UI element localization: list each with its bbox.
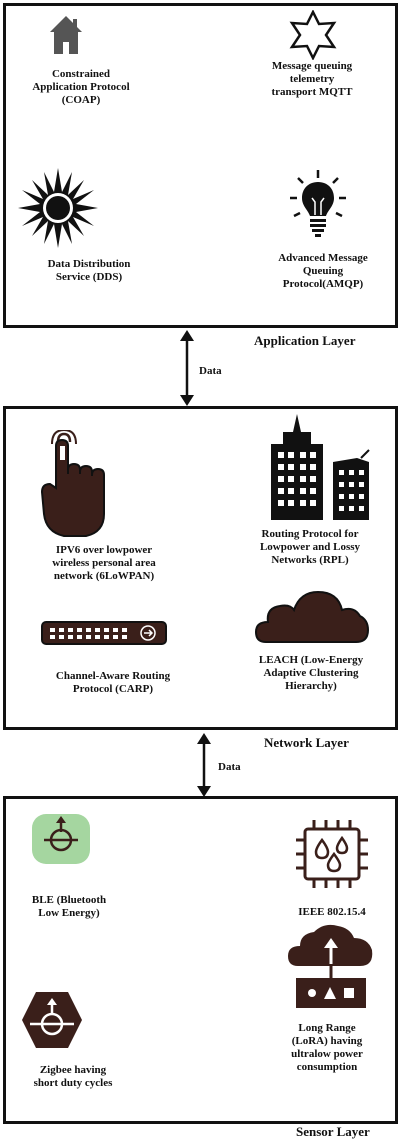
- data-arrow-bottom: [197, 733, 211, 797]
- data-arrow-top: [180, 330, 194, 406]
- lightbulb-icon: [290, 170, 346, 237]
- ble-icon: [32, 814, 90, 864]
- cloud-upload-icon: [288, 924, 373, 1008]
- chip-icon: [296, 820, 368, 888]
- carp-label: Channel-Aware Routing Protocol (CARP): [55, 670, 171, 695]
- ble-label: BLE (Bluetooth Low Energy): [31, 894, 107, 919]
- zigbee-hexagon-icon: [22, 992, 82, 1048]
- sensor-layer-title: Sensor Layer: [296, 1124, 370, 1139]
- ieee-label: IEEE 802.15.4: [298, 906, 366, 918]
- network-layer-title: Network Layer: [264, 735, 349, 750]
- star-icon: [289, 10, 337, 60]
- hand-pointer-icon: [40, 430, 105, 537]
- application-layer-box: [3, 3, 398, 328]
- house-icon: [50, 16, 82, 54]
- skyscraper-icon: [271, 414, 370, 520]
- application-layer-title: Application Layer: [254, 333, 356, 348]
- lora-label: Long Range (LoRA) having ultralow power …: [291, 1022, 363, 1073]
- coap-label: Constrained Application Protocol (COAP): [32, 68, 130, 106]
- mqtt-label: Message queuing telemetry transport MQTT: [271, 60, 353, 98]
- sixlowpan-label: IPV6 over lowpower wireless personal are…: [52, 544, 156, 582]
- dds-label: Data Distribution Service (DDS): [47, 258, 131, 283]
- router-icon: [41, 621, 167, 645]
- amqp-label: Advanced Message Queuing Protocol(AMQP): [278, 252, 368, 290]
- zigbee-label: Zigbee having short duty cycles: [33, 1064, 113, 1089]
- data-label-bottom: Data: [218, 761, 241, 773]
- leach-label: LEACH (Low-Energy Adaptive Clustering Hi…: [258, 654, 364, 692]
- data-label-top: Data: [199, 365, 222, 377]
- cloud-icon: [254, 590, 370, 643]
- rpl-label: Routing Protocol for Lowpower and Lossy …: [259, 528, 361, 566]
- sunburst-icon: [18, 168, 98, 248]
